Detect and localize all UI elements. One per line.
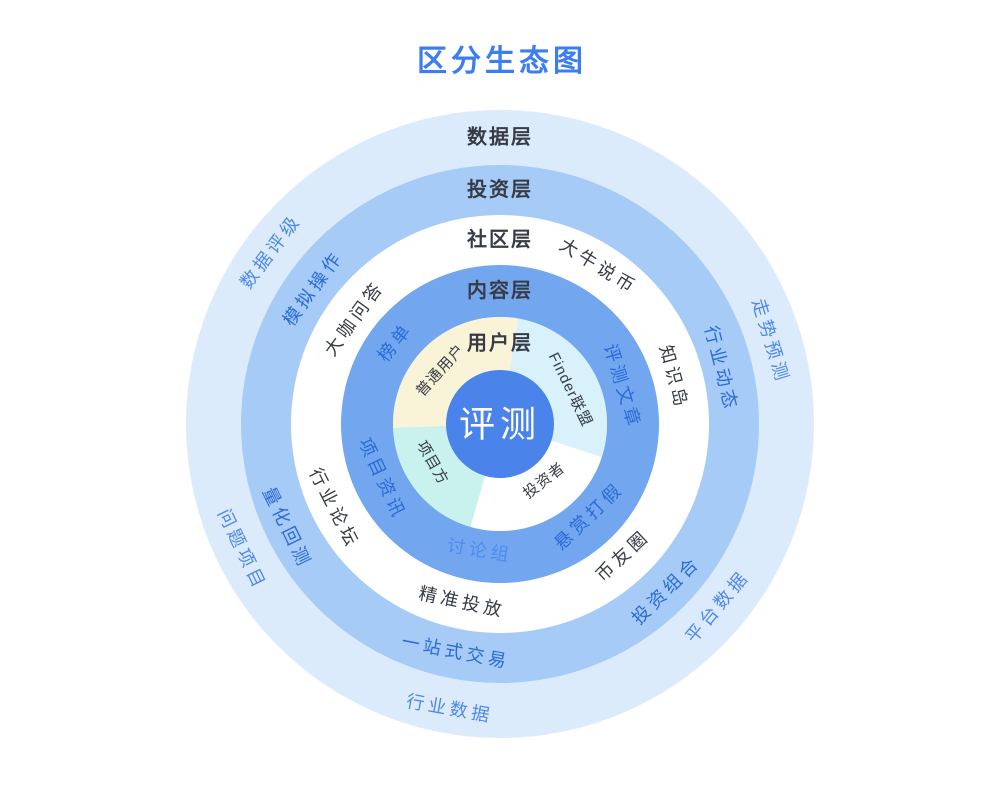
- center-label: 评测: [459, 404, 541, 445]
- center-circle: [446, 370, 554, 478]
- layer-label-community-layer: 社区层: [466, 227, 533, 251]
- layer-label-user-layer: 用户层: [467, 331, 533, 355]
- layer-label-investment-layer: 投资层: [467, 177, 533, 201]
- layer-label-data-layer: 数据层: [467, 125, 533, 149]
- page-title: 区分生态图: [417, 45, 587, 78]
- layer-label-content-layer: 内容层: [467, 278, 533, 302]
